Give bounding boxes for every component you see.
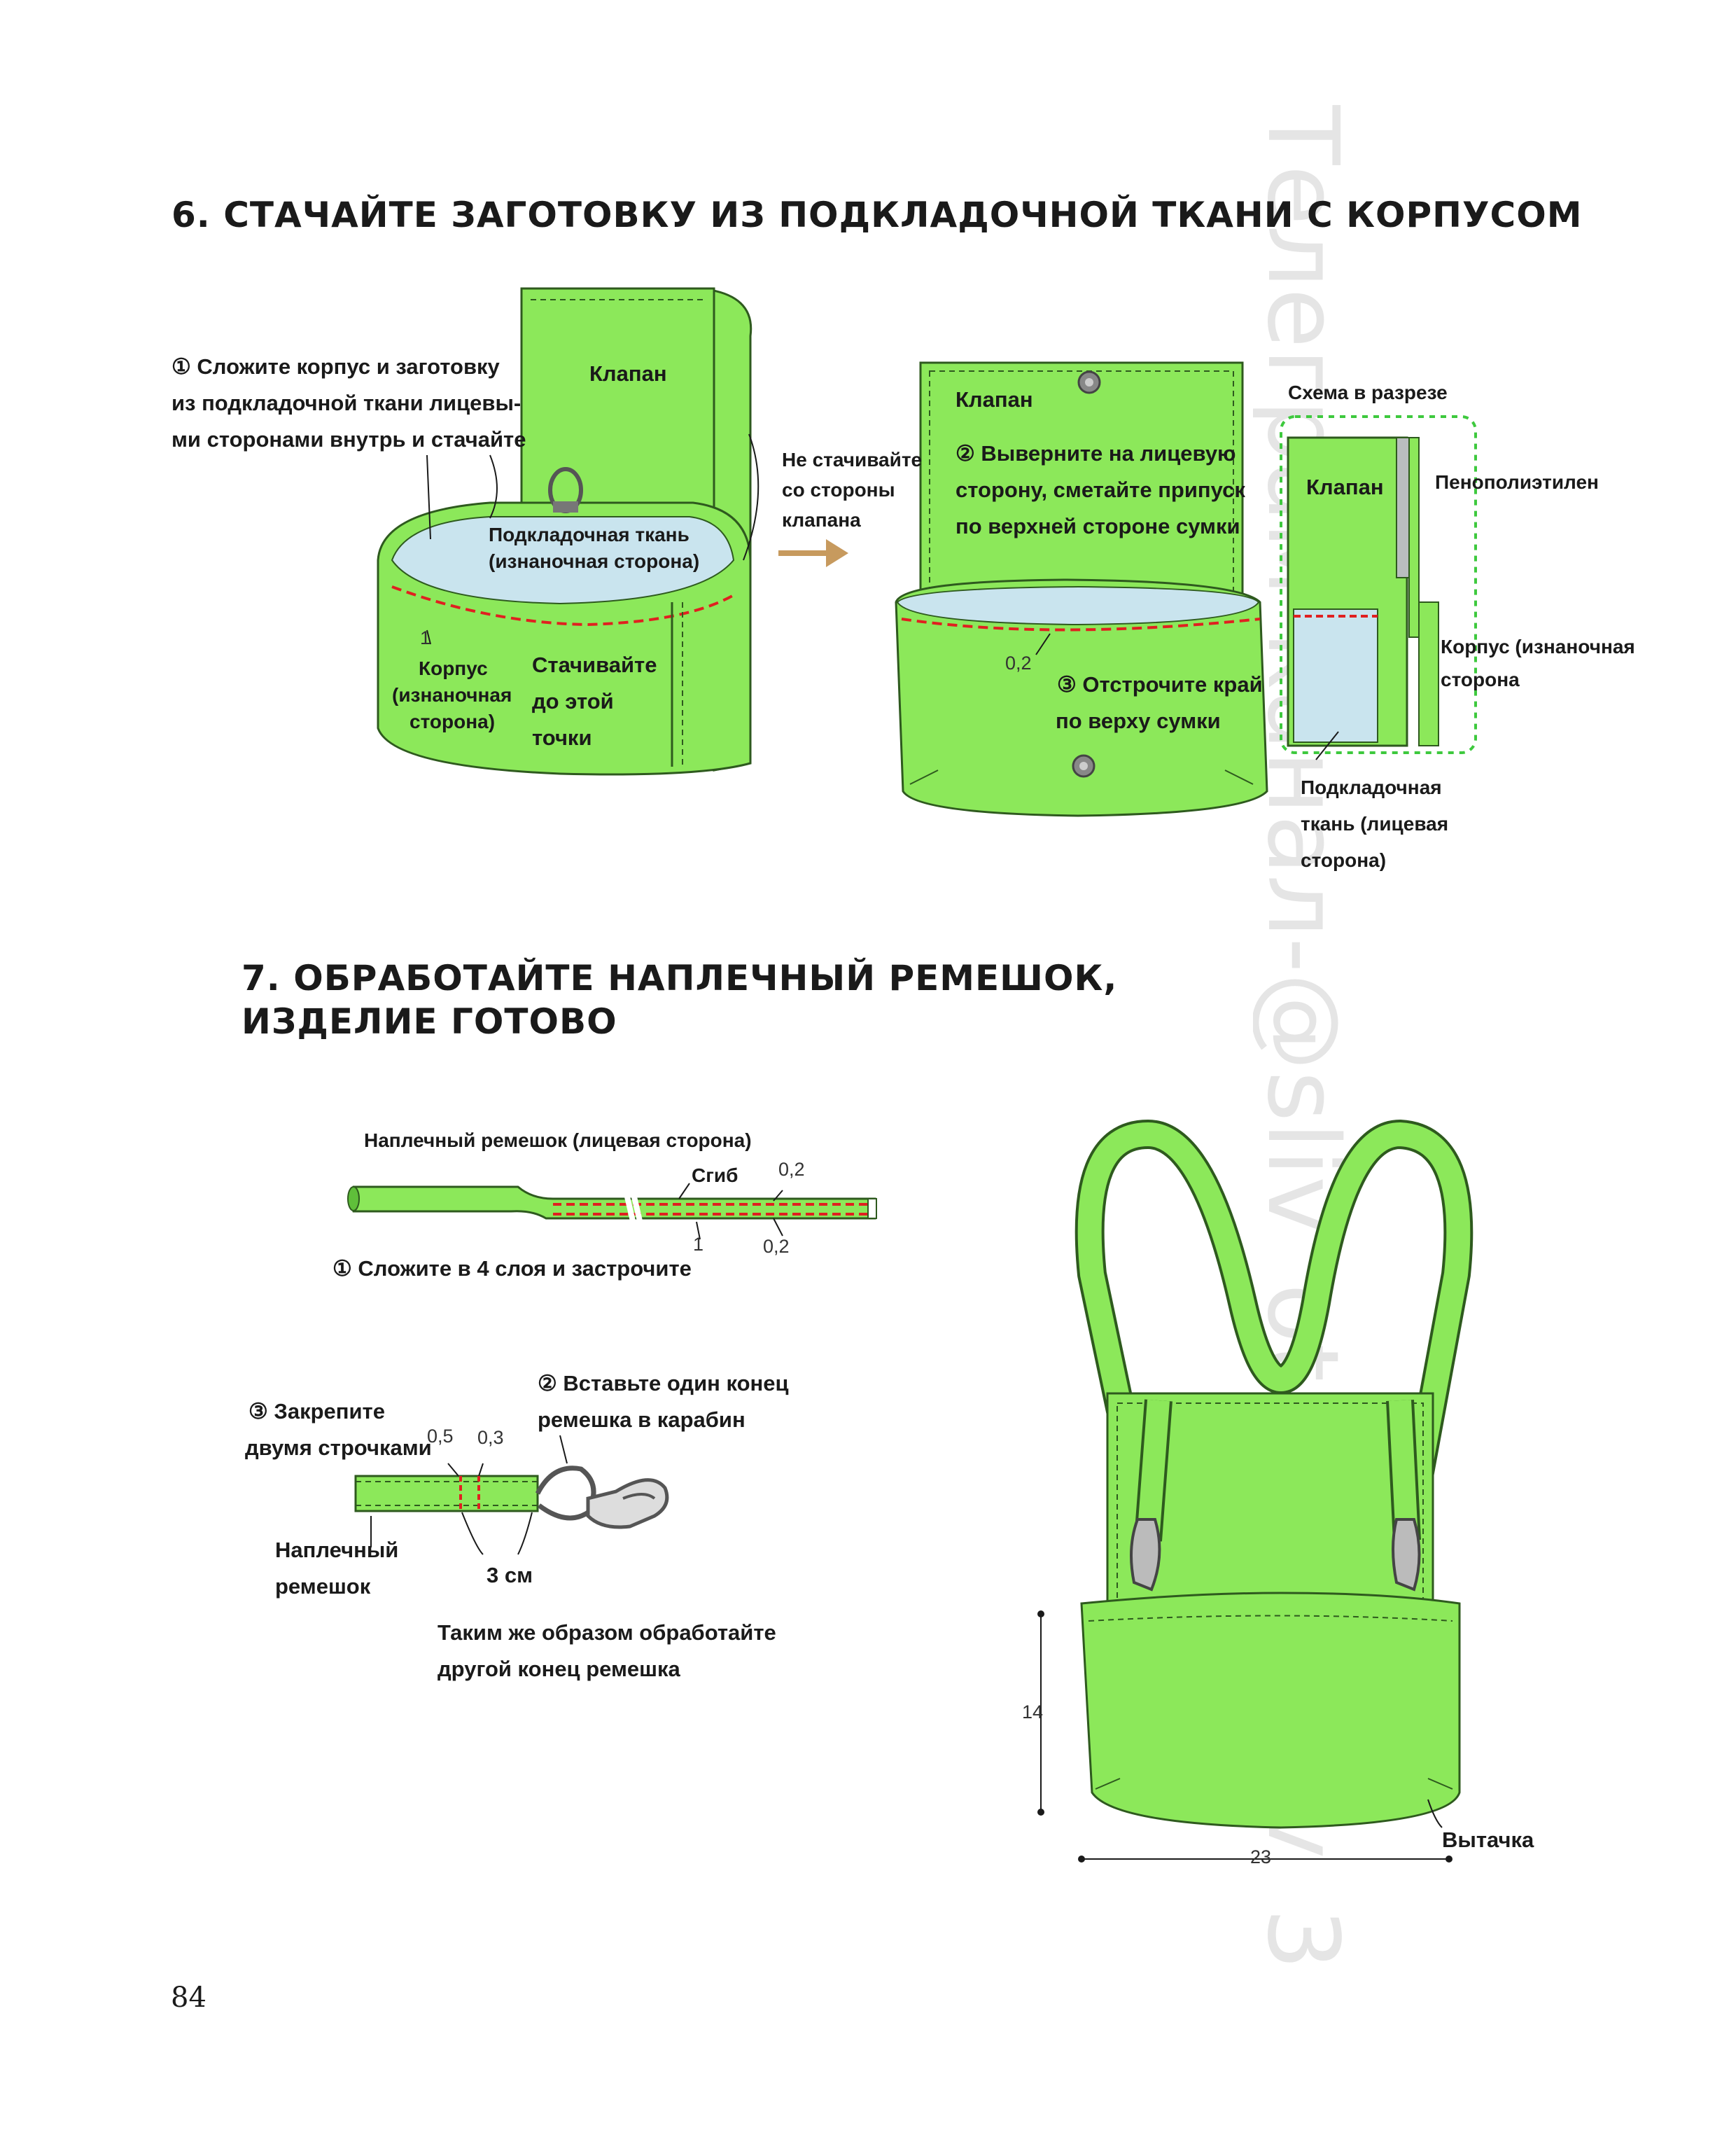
body-wrong-side-line1: Корпус (изнаночная — [1441, 636, 1635, 657]
strap-value-bottom: 0,2 — [763, 1236, 790, 1257]
step3-line1: ③ Отстрочите край — [1057, 672, 1263, 697]
stitch-label-line2: до этой — [532, 689, 614, 713]
lining-right-side-line3: сторона) — [1301, 849, 1387, 871]
folded-strap-illustration — [347, 1183, 877, 1240]
right-arrow-icon — [778, 539, 848, 567]
foam-label: Пенополиэтилен — [1435, 471, 1599, 493]
no-stitch-label-line2: со стороны — [782, 479, 895, 501]
no-stitch-label-line3: клапана — [782, 509, 861, 531]
strap-step3-line2: двумя строчками — [245, 1435, 432, 1460]
strap-value-middle: 1 — [693, 1234, 704, 1255]
seam-allowance-value: 1 — [420, 627, 431, 648]
stitch-value-05: 0,5 — [427, 1426, 454, 1447]
cross-section-illustration — [1280, 415, 1477, 760]
stitch-value-03: 0,3 — [477, 1427, 504, 1448]
bag-with-lining-illustration — [377, 287, 760, 776]
fold-label: Сгиб — [692, 1164, 738, 1186]
section7-title-line2: ИЗДЕЛИЕ ГОТОВО — [241, 1001, 617, 1042]
finished-bag-illustration — [1037, 1120, 1474, 1863]
body-wrong-side-line2: сторона — [1441, 669, 1520, 690]
section6-title: 6. СТАЧАЙТЕ ЗАГОТОВКУ ИЗ ПОДКЛАДОЧНОЙ ТК… — [172, 195, 1583, 235]
stitch-label-line3: точки — [532, 725, 592, 750]
strap-label-line1: Наплечный — [275, 1538, 399, 1562]
strap-right-side-label: Наплечный ремешок (лицевая сторона) — [364, 1129, 752, 1151]
page-number: 84 — [171, 1982, 206, 2014]
step2-line3: по верхней стороне сумки — [955, 514, 1240, 538]
strap-value-top: 0,2 — [778, 1159, 805, 1180]
step1-line2: из подкладочной ткани лицевы- — [172, 391, 522, 415]
body-label-line2: (изнаночная — [392, 684, 512, 706]
no-stitch-label-line1: Не стачивайте — [782, 449, 923, 471]
strap-label-line2: ремешок — [275, 1574, 371, 1599]
length-3cm: 3 см — [486, 1563, 533, 1587]
strap-carabiner-illustration — [354, 1435, 669, 1555]
edge-value: 0,2 — [1005, 653, 1032, 674]
section-scheme-title: Схема в разрезе — [1288, 382, 1448, 403]
body-label-line3: сторона) — [410, 711, 496, 732]
step1-line3: ми сторонами внутрь и стачайте — [172, 427, 526, 452]
stitch-label-line1: Стачивайте — [532, 653, 657, 677]
same-note-line1: Таким же образом обработайте — [438, 1620, 776, 1645]
bag-turned-out-illustration — [895, 361, 1268, 817]
body-label-line1: Корпус — [419, 657, 488, 679]
lining-label-line1: Подкладочная ткань — [489, 524, 690, 545]
strap-step1: ① Сложите в 4 слоя и застрочите — [332, 1256, 692, 1281]
lining-label-line2: (изнаночная сторона) — [489, 550, 700, 572]
dart-label: Вытачка — [1442, 1828, 1534, 1852]
flap-label-middle: Клапан — [955, 387, 1033, 412]
step1-line1: ① Сложите корпус и заготовку — [172, 354, 500, 379]
lining-right-side-line2: ткань (лицевая — [1301, 813, 1449, 835]
section7-title-line1: 7. ОБРАБОТАЙТЕ НАПЛЕЧНЫЙ РЕМЕШОК, — [241, 958, 1118, 998]
strap-step3-line1: ③ Закрепите — [248, 1399, 385, 1423]
lining-right-side-line1: Подкладочная — [1301, 777, 1442, 798]
flap-label-left: Клапан — [589, 361, 667, 386]
same-note-line2: другой конец ремешка — [438, 1657, 680, 1681]
bag-height: 14 — [1022, 1701, 1044, 1722]
step2-line2: сторону, сметайте припуск — [955, 478, 1245, 502]
bag-width: 23 — [1250, 1846, 1272, 1867]
strap-step2-line2: ремешка в карабин — [538, 1407, 746, 1432]
flap-label-section: Клапан — [1306, 475, 1384, 499]
strap-step2-line1: ② Вставьте один конец — [538, 1371, 789, 1395]
step3-line2: по верху сумки — [1056, 709, 1221, 733]
step2-line1: ② Выверните на лицевую — [955, 441, 1236, 466]
